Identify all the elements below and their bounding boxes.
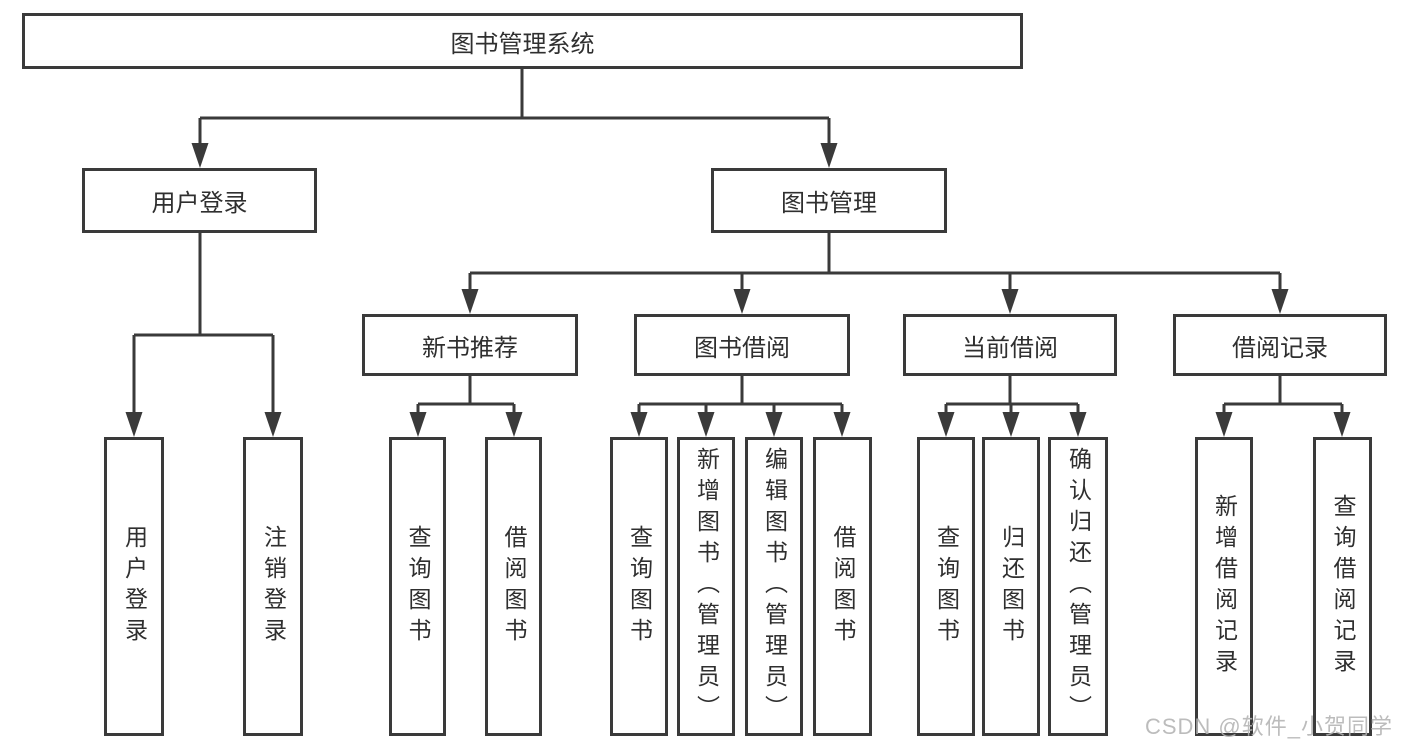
node-new-book-recommend: 新书推荐: [362, 314, 578, 376]
leaf-return-books: 归还图书: [982, 437, 1040, 736]
leaf-edit-books-admin: 编辑图书（管理员）: [745, 437, 803, 736]
node-label: 借阅记录: [1232, 334, 1328, 362]
node-label: 用户登录: [151, 190, 248, 217]
arrowheads: [125, 143, 1351, 437]
node-label: 图书管理系统: [450, 30, 595, 58]
leaf-logout: 注销登录: [243, 437, 303, 736]
node-label: 当前借阅: [962, 334, 1058, 362]
csdn-watermark: CSDN @软件_小贺同学: [1144, 714, 1393, 739]
leaf-borrow-books-recommend: 借阅图书: [485, 437, 542, 736]
node-book-management: 图书管理: [711, 168, 947, 233]
leaf-borrow-books: 借阅图书: [813, 437, 872, 736]
leaf-add-borrow-record: 新增借阅记录: [1195, 437, 1253, 736]
node-label: 图书管理: [781, 190, 877, 217]
node-label: 新书推荐: [422, 334, 518, 362]
leaf-confirm-return-admin: 确认归还（管理员）: [1048, 437, 1108, 736]
node-current-borrow: 当前借阅: [903, 314, 1117, 376]
node-user-login: 用户登录: [82, 168, 317, 233]
leaf-query-books-borrow: 查询图书: [610, 437, 668, 736]
node-book-borrow: 图书借阅: [634, 314, 850, 376]
node-label: 图书借阅: [694, 334, 790, 362]
leaf-query-books-current: 查询图书: [917, 437, 975, 736]
leaf-query-books-recommend: 查询图书: [389, 437, 446, 736]
node-borrow-records: 借阅记录: [1173, 314, 1387, 376]
leaf-user-login: 用户登录: [104, 437, 164, 736]
leaf-query-borrow-record: 查询借阅记录: [1313, 437, 1372, 736]
node-library-system: 图书管理系统: [22, 13, 1023, 69]
leaf-add-books-admin: 新增图书（管理员）: [677, 437, 735, 736]
